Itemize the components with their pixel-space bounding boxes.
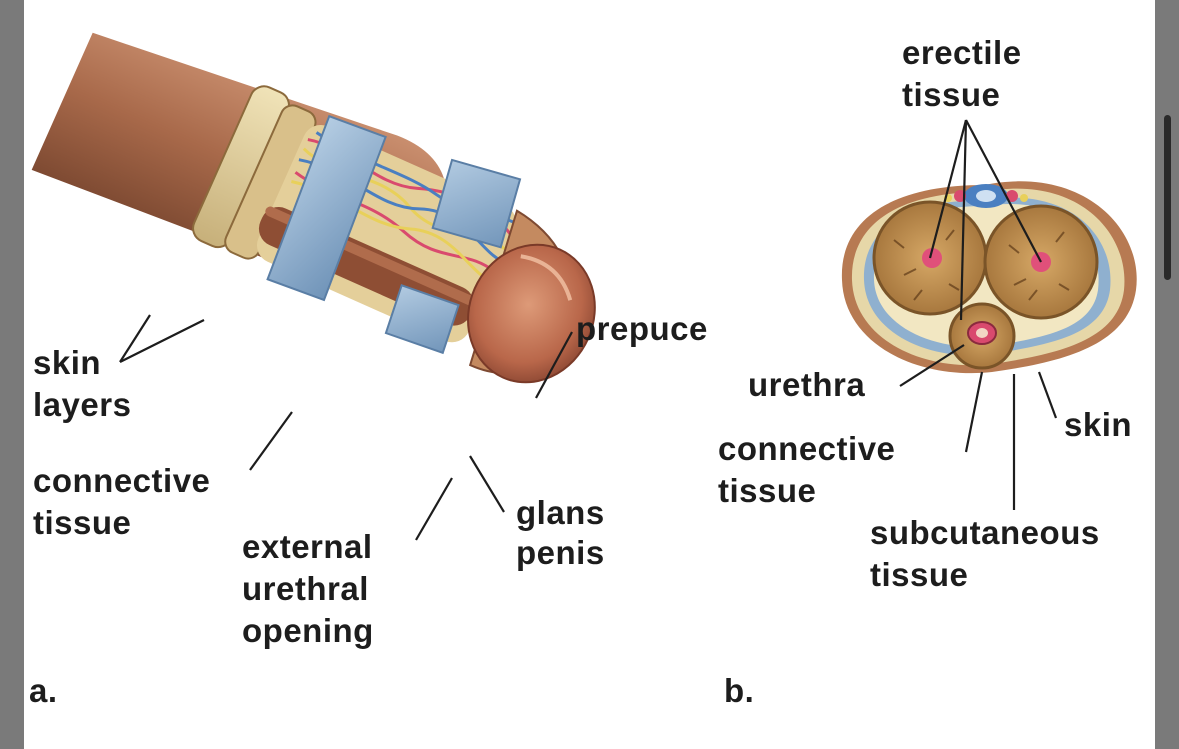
cross-section-view [841,181,1137,374]
anatomy-illustration [31,32,1137,541]
label-erectile-tissue: tissue [902,76,1001,113]
connective-band-2 [431,158,522,249]
label-glans: glans [516,494,605,531]
label-connective-tissue: tissue [33,504,132,541]
panel-a-letter: a. [29,672,58,709]
label-urethra: urethra [748,366,866,403]
label-skin-b: skin [1064,406,1133,443]
label-connective-b: connective [718,430,896,467]
label-external: external [242,528,373,565]
connective-band-3 [384,284,460,355]
label-subcutaneous: subcutaneous [870,514,1100,551]
scrollbar-track[interactable] [1155,0,1179,749]
label-connective: connective [33,462,211,499]
label-urethral: urethral [242,570,369,607]
dorsal-vessels [944,184,1028,208]
cutaway-view [31,32,596,384]
panel-b-leaders [899,119,1058,510]
label-layers: layers [33,386,132,423]
label-subcutaneous-tissue: tissue [870,556,969,593]
label-opening: opening [242,612,374,649]
panel-b-letter: b. [724,672,755,709]
label-erectile: erectile [902,34,1022,71]
panel-a-leaders [119,314,573,541]
connective-band-1 [266,114,387,302]
figure-page: skin layers connective tissue external u… [24,0,1155,749]
left-gutter [0,0,24,749]
label-penis: penis [516,534,605,571]
scrollbar-thumb[interactable] [1164,115,1171,280]
label-prepuce: prepuce [576,310,708,347]
label-connective-tissue-b: tissue [718,472,817,509]
label-skin: skin [33,344,102,381]
